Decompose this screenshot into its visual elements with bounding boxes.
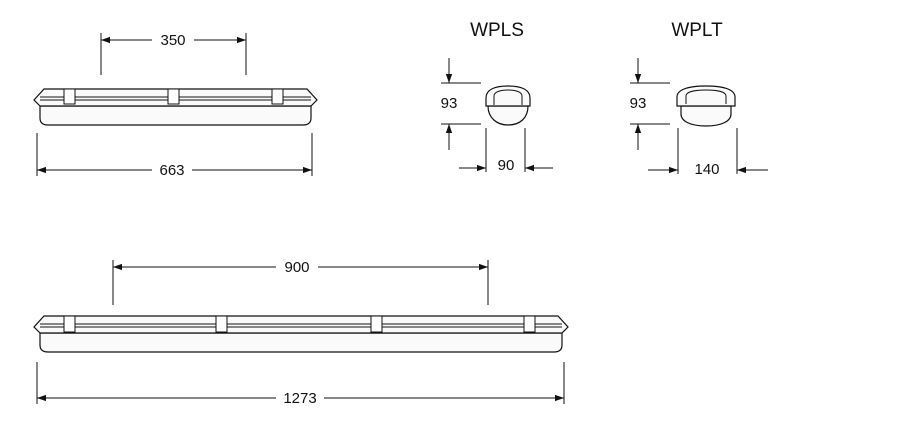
wplt-profile <box>676 85 736 127</box>
wpls-title: WPLS <box>470 20 524 41</box>
clip <box>167 88 180 105</box>
long-clip-spacing-label: 900 <box>284 259 309 276</box>
wplt-height-dimension: 93 <box>630 58 670 150</box>
clip <box>63 88 76 105</box>
wplt-height-label: 93 <box>630 95 647 112</box>
wpls-height-label: 93 <box>441 95 458 112</box>
wpls-cross-section-group: WPLS 93 90 <box>441 20 553 174</box>
wpls-profile <box>485 85 531 126</box>
short-length-dimension: 663 <box>36 133 313 179</box>
clip <box>523 315 536 333</box>
short-clip-spacing-label: 350 <box>160 32 185 49</box>
wplt-width-label: 140 <box>694 161 719 178</box>
wpls-width-label: 90 <box>498 157 515 174</box>
wplt-width-dimension: 140 <box>648 128 768 178</box>
wpls-width-dimension: 90 <box>459 128 553 174</box>
long-clip-spacing-dimension: 900 <box>112 259 489 305</box>
short-luminaire-side-view <box>33 88 318 126</box>
long-luminaire-group: 900 1273 <box>33 259 569 407</box>
long-length-dimension: 1273 <box>36 362 565 407</box>
wpls-height-dimension: 93 <box>441 58 481 150</box>
short-luminaire-group: 350 663 <box>33 32 318 179</box>
clip <box>271 88 284 105</box>
short-length-label: 663 <box>159 162 184 179</box>
clip <box>63 315 76 333</box>
clip <box>370 315 383 333</box>
wplt-cross-section-group: WPLT 93 140 <box>630 20 768 178</box>
long-luminaire-side-view <box>33 315 569 353</box>
long-length-label: 1273 <box>283 390 316 407</box>
wplt-title: WPLT <box>671 20 723 41</box>
short-clip-spacing-dimension: 350 <box>100 32 247 75</box>
clip <box>215 315 228 333</box>
